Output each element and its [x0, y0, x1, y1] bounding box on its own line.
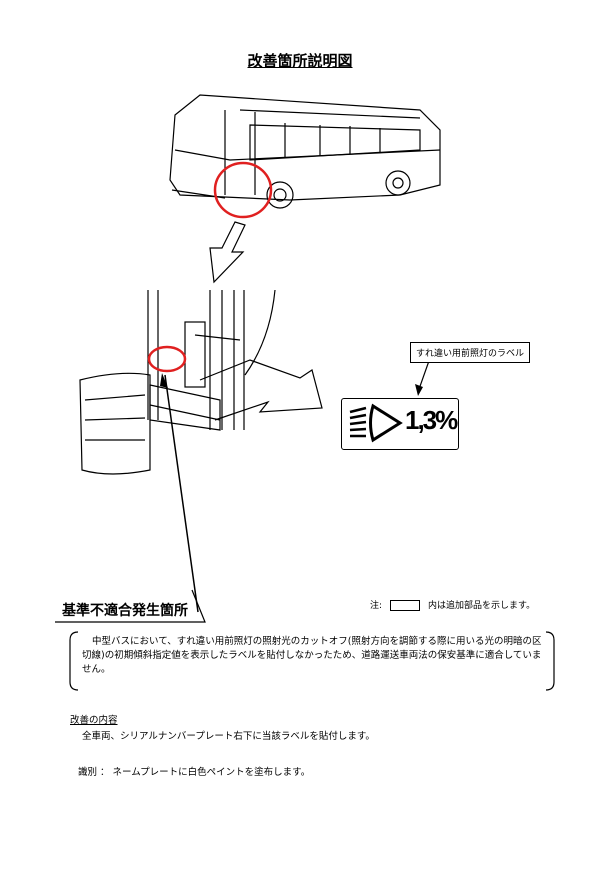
identification: 識別 ： ネームプレートに白色ペイントを塗布します。	[78, 767, 311, 778]
bracket-left	[69, 631, 79, 691]
section-heading: 基準不適合発生箇所	[62, 603, 188, 619]
headlight-beam-icon	[349, 403, 403, 443]
arrowhead-icon	[160, 373, 168, 388]
bus-detail	[79, 289, 323, 475]
description: 中型バスにおいて、すれ違い用前照灯の照射光のカットオフ(照射方向を調節する際に用…	[82, 636, 542, 675]
highlight-circle-detail	[147, 345, 187, 373]
fix-body: 全車両、シリアルナンバープレート右下に当該ラベルを貼付します。	[82, 731, 375, 742]
fix-heading: 改善の内容	[70, 715, 118, 726]
note-suffix: 内は追加部品を示します。	[428, 601, 536, 611]
note-prefix: 注:	[370, 601, 383, 611]
note-box	[390, 600, 421, 611]
page-title: 改善箇所説明図	[247, 52, 353, 70]
heading-underline	[55, 589, 206, 623]
label-callout: すれ違い用前照灯のラベル	[410, 342, 531, 363]
arrow-down-icon	[209, 221, 246, 284]
pointer-line	[164, 374, 199, 613]
bus-overview	[169, 94, 441, 209]
bracket-right	[545, 631, 555, 691]
label-value: 1,3%	[405, 405, 458, 435]
highlight-circle-overview	[213, 161, 273, 219]
note: 注: 内は追加部品を示します。	[370, 598, 535, 611]
headlight-label	[341, 398, 459, 450]
